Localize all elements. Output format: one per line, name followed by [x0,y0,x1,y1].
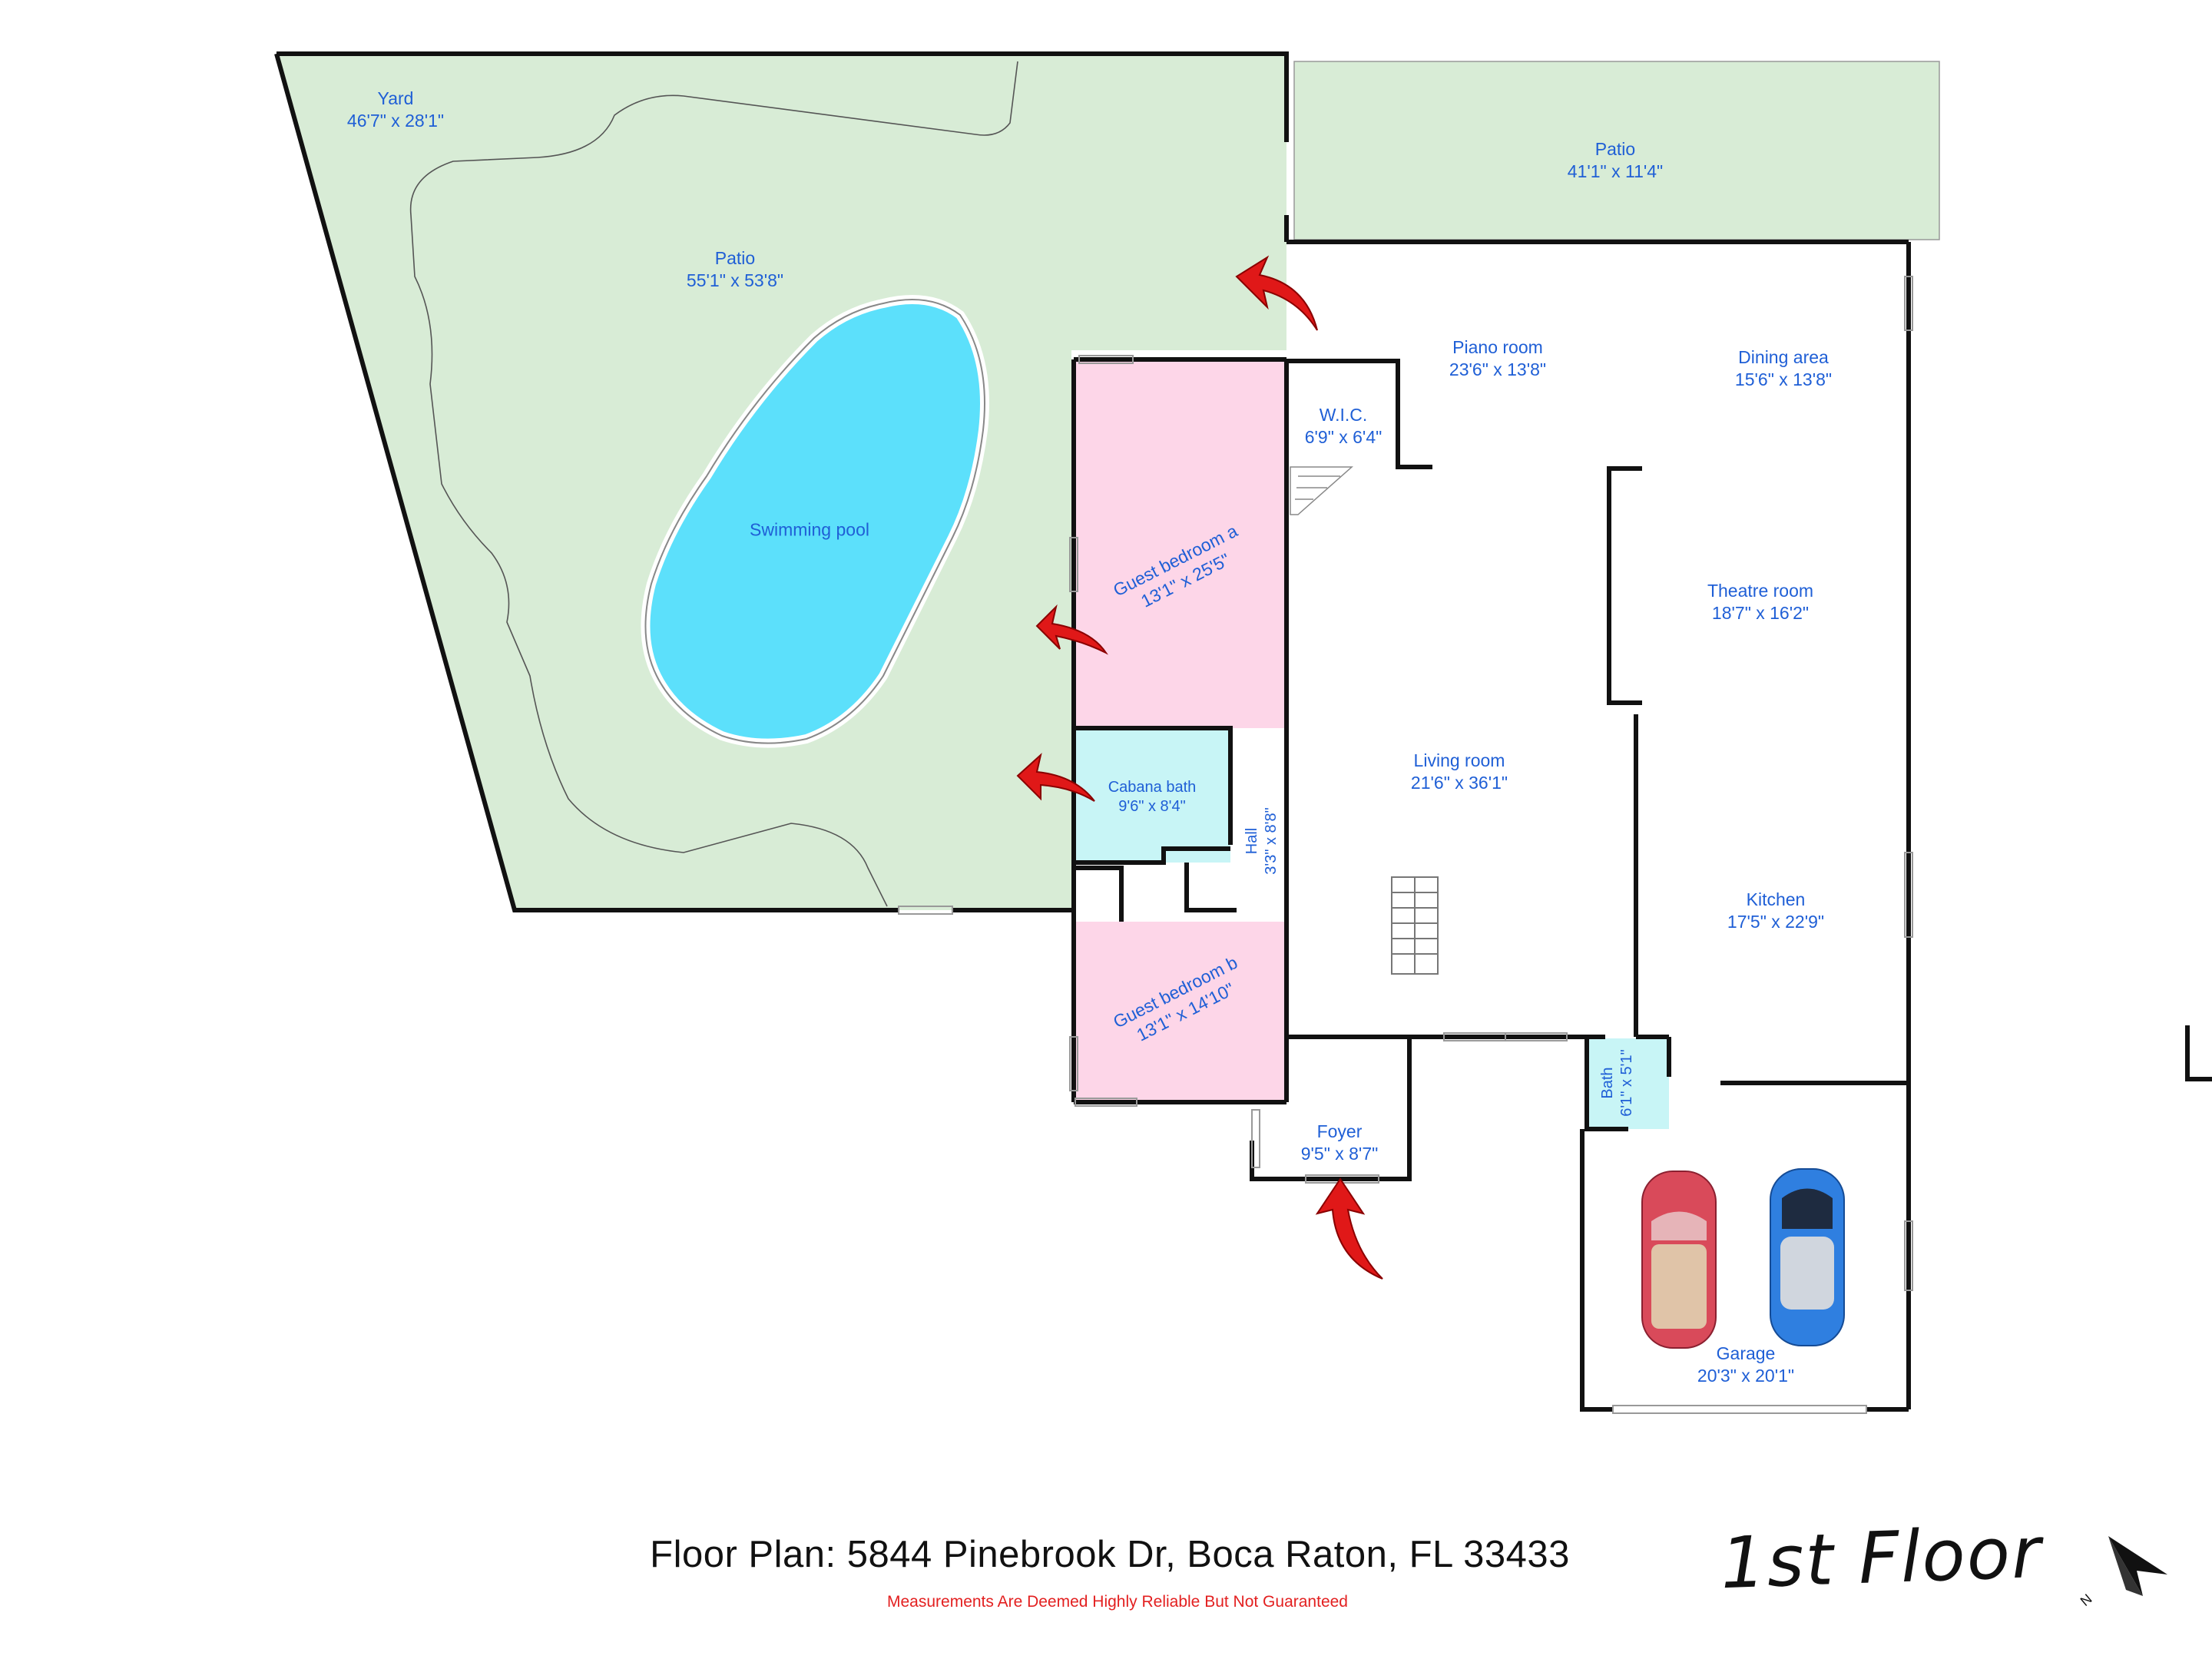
label-foyer: Foyer 9'5" x 8'7" [1301,1121,1379,1165]
measurement-disclaimer: Measurements Are Deemed Highly Reliable … [887,1593,1348,1611]
floor-plan-title: Floor Plan: 5844 Pinebrook Dr, Boca Rato… [650,1534,1570,1575]
room-dims: 55'1" x 53'8" [686,270,784,290]
entrance-arrow-bedroom-a [1035,604,1108,655]
room-name: Piano room [1452,337,1543,357]
room-dims: 21'6" x 36'1" [1410,773,1508,793]
room-name: Living room [1413,750,1505,770]
compass-icon [2108,1536,2167,1596]
room-dims: 17'5" x 22'9" [1727,912,1825,932]
entrance-arrow-cabana [1016,753,1095,802]
room-name: W.I.C. [1319,405,1368,425]
floor-label: 1st Floor [1719,1511,2044,1605]
yard-patio-boundary [409,61,1018,907]
label-pool: Swimming pool [750,519,869,541]
room-name: Kitchen [1746,889,1806,909]
room-dims: 6'9" x 6'4" [1304,427,1382,447]
room-name: Hall [1243,827,1260,855]
entrance-arrows [1016,255,1383,1280]
room-dims: 9'6" x 8'4" [1118,798,1186,815]
room-name: Patio [714,248,756,268]
window-marks [898,276,1913,1414]
entrance-arrow-patio [1235,255,1318,331]
room-name: Cabana bath [1108,779,1197,796]
label-living-room: Living room 21'6" x 36'1" [1411,750,1508,794]
cabana-bath-area [1075,728,1230,863]
bath-area [1587,1038,1669,1129]
top-patio-area [1293,61,1940,240]
room-name: Theatre room [1707,581,1814,601]
interior-walls [1071,240,1911,1412]
room-dims: 18'7" x 16'2" [1711,603,1810,623]
label-yard: Yard 46'7" x 28'1" [347,88,444,132]
room-name: Patio [1594,139,1636,159]
small-stairs [1290,466,1353,515]
room-name: Bath [1599,1067,1616,1099]
room-dims: 46'7" x 28'1" [346,111,445,131]
room-dims: 9'5" x 8'7" [1300,1144,1379,1164]
room-name: Swimming pool [750,519,869,540]
red-car [1641,1171,1717,1349]
guest-bedroom-a-area [1074,361,1286,728]
label-wic: W.I.C.6'9" x 6'4" [1305,404,1382,449]
room-name: Foyer [1316,1121,1363,1141]
room-dims: 6'1" x 5'1" [1618,1049,1635,1117]
label-kitchen: Kitchen 17'5" x 22'9" [1727,889,1824,933]
room-name: Yard [377,88,414,108]
room-dims: 23'6" x 13'8" [1449,359,1547,379]
compass-letter: N [2078,1591,2095,1609]
label-cabana-bath: Cabana bath 9'6" x 8'4" [1108,778,1197,816]
room-name: Dining area [1738,347,1829,367]
room-name: Garage [1716,1343,1776,1363]
outdoor-wall [276,51,1289,142]
room-dims: 3'3" x 8'8" [1263,807,1280,875]
room-dims: 41'1" x 11'4" [1567,161,1664,181]
entrance-arrow-foyer [1315,1177,1383,1280]
guest-bedroom-b-area [1074,922,1286,1102]
staircase [1391,876,1439,975]
label-garage: Garage 20'3" x 20'1" [1697,1343,1794,1387]
room-dims: 20'3" x 20'1" [1697,1366,1795,1386]
blue-car [1770,1168,1845,1346]
room-dims: 15'6" x 13'8" [1734,369,1833,389]
